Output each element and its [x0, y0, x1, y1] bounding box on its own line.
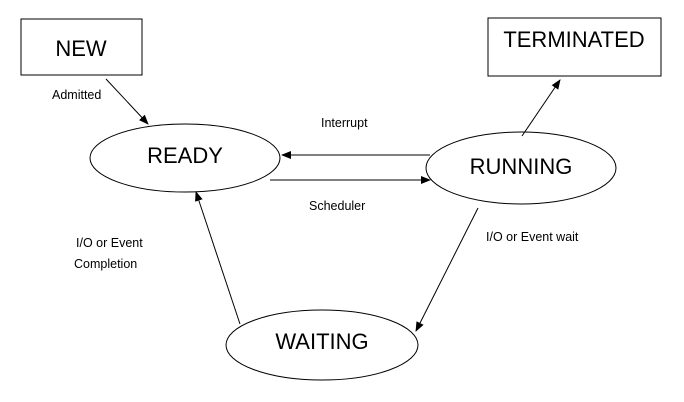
state-ready-ellipse [89, 123, 281, 193]
edge-new-to-ready-arrow [105, 78, 149, 125]
edge-io-event-wait-label: I/O or Event wait [486, 230, 579, 244]
state-running-label: RUNNING [470, 154, 573, 179]
state-new: NEW [20, 18, 143, 76]
edge-io-event-completion-label: I/O or Event Completion [74, 236, 146, 271]
state-new-label: NEW [55, 36, 107, 61]
state-running-ellipse [425, 131, 617, 205]
edge-io-event-completion-line1: I/O or Event [76, 236, 143, 250]
edge-running-to-terminated-arrow [521, 79, 561, 137]
state-terminated: TERMINATED [487, 17, 662, 77]
edge-scheduler-label: Scheduler [309, 199, 365, 213]
state-waiting-label: WAITING [275, 329, 368, 354]
state-ready: READY [89, 123, 281, 193]
state-new-box [20, 18, 143, 76]
state-waiting-ellipse [225, 309, 419, 381]
edge-io-event-completion-line2: Completion [74, 257, 137, 271]
state-terminated-label: TERMINATED [503, 27, 644, 52]
state-terminated-box [487, 17, 662, 77]
edge-running-to-waiting-arrow [415, 207, 479, 332]
edge-waiting-to-ready-arrow [195, 191, 241, 325]
state-waiting: WAITING [225, 309, 419, 381]
state-running: RUNNING [425, 131, 617, 205]
edge-admitted-label: Admitted [52, 88, 101, 102]
edge-interrupt-label: Interrupt [321, 116, 368, 130]
state-ready-label: READY [147, 143, 223, 168]
